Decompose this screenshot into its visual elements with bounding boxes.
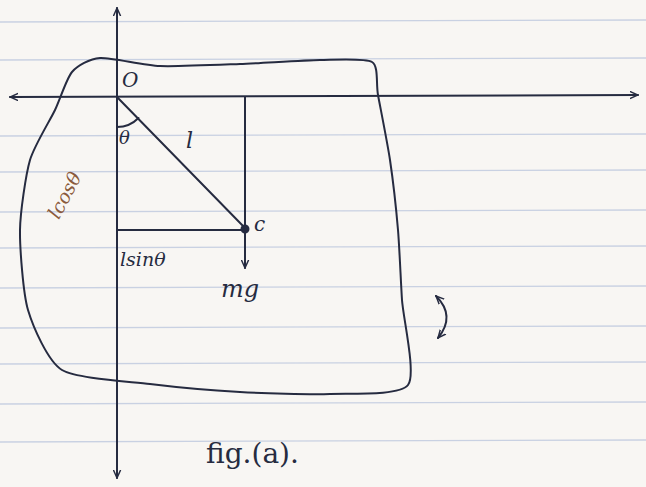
horizontal-projection <box>117 229 245 231</box>
ruled-line <box>0 286 646 288</box>
figure-caption: fig.(a). <box>206 440 299 468</box>
diagram-label: θ <box>119 129 130 147</box>
vertical-projection <box>244 97 246 226</box>
oscillation-arrow <box>436 296 447 338</box>
diagram-label: O <box>122 70 138 90</box>
diagram-label: l <box>186 130 193 152</box>
ruled-line <box>0 402 646 404</box>
ruled-line <box>0 134 646 136</box>
x-axis <box>10 95 638 97</box>
ruled-line <box>0 362 646 364</box>
diagram-label: mg <box>221 277 259 301</box>
length-line <box>117 97 245 228</box>
ruled-line <box>0 246 646 248</box>
diagram-label: lsinθ <box>120 250 166 269</box>
ruled-line <box>0 326 646 328</box>
ruled-line <box>0 210 646 212</box>
weight-arrow <box>244 232 246 268</box>
ruled-line <box>0 170 646 172</box>
angle-arc <box>117 118 139 127</box>
ruled-lines <box>0 20 646 442</box>
rigid-body-outline <box>20 58 411 394</box>
centre-of-mass <box>242 226 249 233</box>
ruled-line <box>0 20 646 22</box>
y-axis <box>116 8 118 478</box>
diagram-label: c <box>254 214 265 234</box>
diagram-label: lcosθ <box>45 169 85 222</box>
ruled-line <box>0 440 646 442</box>
